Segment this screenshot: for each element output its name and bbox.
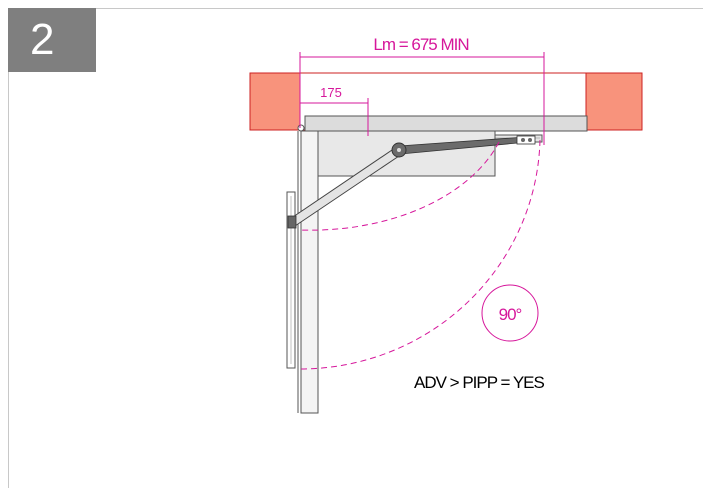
slider-bolt-2 [528,138,532,142]
step-number-badge: 2 [8,8,96,72]
door-hinge [297,124,305,132]
lm-dimension-label: Lm = 675 MIN [373,35,468,54]
door-leaf [286,124,319,414]
slide-rail [304,115,588,132]
door-arm-bracket [287,215,297,229]
dimension-lm [299,52,545,145]
swing-arc-outer [299,139,541,370]
arm-pivot-center [397,148,401,152]
slider-block [516,135,536,145]
wall-left [249,72,301,131]
swing-arc-inner [299,141,500,231]
arm-mechanism [287,135,536,229]
condition-label: ADV > PIPP = YES [414,373,545,392]
swing-arcs [299,139,541,370]
slider-bolt [521,138,525,142]
dimension-offset [300,98,369,136]
door-panel [300,130,319,414]
offset-dimension-label: 175 [320,85,342,100]
wall-right [585,72,643,131]
angle-circle [481,284,539,342]
content-frame [8,8,703,488]
angle-label: 90° [499,305,522,324]
